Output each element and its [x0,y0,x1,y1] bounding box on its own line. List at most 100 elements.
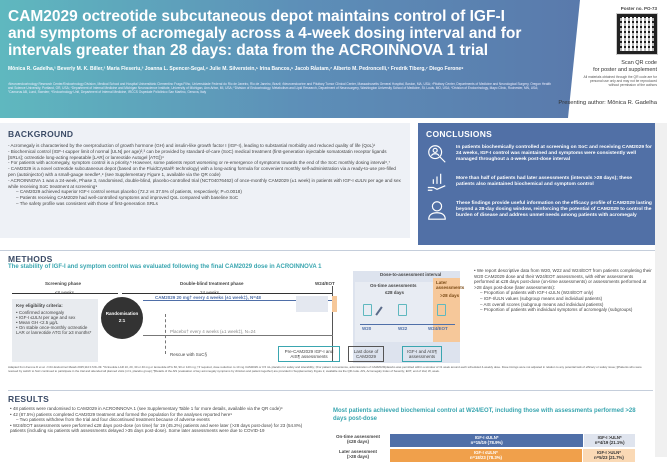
bullet: • We report descriptive data from W20, W… [474,268,652,290]
ontime-days: ≤28 days [385,290,404,295]
qr-code-icon[interactable] [616,13,658,55]
later-label: Later assessments [436,280,465,290]
bullet: - CAM2029 is a novel octreotide subcutan… [8,166,396,177]
presenting-author: Presenting author: Mônica R. Gadelha [558,100,657,106]
sub-bullet: – AIS overall scores (subgroup means and… [480,301,604,307]
later-days: >28 days [440,293,460,298]
screening-arrow [12,293,118,294]
interval-title: Dose-to-assessment interval [380,272,442,277]
bullet: - Acromegaly is characterised by the ove… [8,143,376,148]
randomisation-label: Randomisation [105,311,139,316]
row-label: On-time assessment(≤28 days) [330,434,386,444]
bar-uncontrolled: IGF-I >ULN*n=4/19 (21.1%) [584,434,635,447]
bullet: - ACROINNOVA 1 was a 24-week, Phase 3, r… [8,177,401,189]
poster-title: CAM2029 octreotide subcutaneous depot ma… [8,8,522,59]
eligibility-item: • IGF-I ≤ULN per age and sex [16,315,76,320]
eligibility-item: • Mean GH <2.5 µg/L [16,320,59,325]
w24-line [332,286,333,361]
treatment-phase-label: Double-blind treatment phase [180,281,244,286]
conclusions-section: CONCLUSIONS In patients biochemically co… [418,123,660,245]
randomisation-ratio: 2:1 [118,318,126,323]
results-heading: RESULTS [8,394,50,404]
page-margin [655,123,667,457]
eligibility-item: • On stable once-monthly octreotide LAR … [16,325,92,335]
divider [8,390,653,391]
treatment-weeks: 24 weeks [200,290,219,295]
clipboard-icon [398,304,407,316]
sub-bullet: – Proportion of patients with IGF-I ≤ULN… [480,290,594,296]
poster-header [0,0,580,118]
row-label-line: (≤28 days) [347,439,369,444]
bullet: - Biochemical control (IGF-I ≤upper limi… [8,148,387,160]
bar-controlled: IGF-I ≤ULN*n=15/19 (78.9%) [390,434,584,447]
methods-heading: METHODS [8,254,53,264]
bar-label: IGF-I ≤ULN* [473,450,498,455]
methods-footnote: Adapted from Ferone D et al. J Clin Endo… [8,365,642,373]
chart-hand-icon [427,173,446,191]
randomisation-circle: Randomisation 2:1 [101,297,143,339]
results-text: • 48 patients were randomised to CAM2029… [10,406,310,434]
placebo-arm-line [143,335,333,336]
magnifier-person-icon [428,145,446,163]
bullet: • 48 patients were randomised to CAM2029… [10,406,283,411]
ontime-panel [355,282,433,342]
eligibility-box: Key eligibility criteria: • Confirmed ac… [12,299,98,362]
bar-value: n=4/19 (21.1%) [594,440,625,445]
eligibility-item: • Confirmed acromegaly [16,310,65,315]
person-icon [428,201,446,220]
divider [0,250,655,251]
bullet: • W24/EOT assessments were performed ≤28… [10,422,303,434]
sub-bullet: – IGF-I/ULN values (subgroup means and i… [480,295,603,301]
clipboard-icon [363,304,372,316]
row-label-line: Later assessment [338,449,378,454]
sub-bullet: – CAM2029 achieved superior IGF-I contro… [16,189,242,195]
last-dose-box: Last dose of CAM2029 [348,346,384,362]
w24-eot-label: W24/EOT [315,281,335,286]
bar-controlled: IGF-I ≤ULN*n=18/23 (78.3%) [390,449,582,462]
row-label-line: On-time assessment [335,434,381,439]
visit-w22: W22 [398,326,408,331]
ontime-shade [296,296,328,312]
disclaimer: All materials obtained through the QR co… [583,75,658,88]
cam-arm-line [143,300,333,301]
authors: Mônica R. Gadelha,¹ Beverly M. K. Biller… [8,66,464,72]
affiliations: ¹Neuroendocrinology Research Center/Endo… [8,82,551,95]
screening-weeks: ≤8 weeks [55,290,74,295]
conclusion-item: These findings provide useful informatio… [426,199,652,221]
bar-value: n=18/23 (78.3%) [469,455,502,460]
screening-phase-label: Screening phase [45,281,82,286]
placebo-arm-label: Placebo† every 4 weeks (±1 week‡), N=24 [170,329,256,334]
visit-w20: W20 [362,326,372,331]
rescue-line [165,314,166,354]
bullet: • 42 (87.5%) patients completed CAM2029 … [10,411,233,417]
bar-value: n=15/19 (78.9%) [470,440,503,445]
igf-ais-box: IGF-I and AIS¶ assessments [402,346,442,362]
methods-text: • We report descriptive data from W20, W… [474,268,652,313]
row-label: Later assessment(>28 days) [330,449,386,459]
bar-uncontrolled: IGF-I >ULN*n=5/23 (21.7%) [582,449,635,462]
bar-label: IGF-I ≤ULN* [474,435,499,440]
visit-timeline [360,324,455,325]
ontime-label: On-time assessments [370,283,417,288]
poster-number: Poster no. PO-73 [620,6,657,11]
sub-bullet: – Proportion of patients with individual… [480,307,633,313]
later-shade [332,296,337,312]
scan-line2: for poster and supplement [593,67,657,73]
treatment-arrow [122,293,332,294]
conclusion-text: In patients biochemically controlled at … [456,145,652,162]
conclusions-heading: CONCLUSIONS [426,129,493,139]
bar-value: n=5/23 (21.7%) [594,455,624,460]
visit-w24-eot: W24/EOT [428,326,448,331]
chart-title: Most patients achieved biochemical contr… [333,408,636,422]
eligibility-title: Key eligibility criteria: [16,303,63,308]
conclusion-text: More than half of patients had later ass… [456,176,632,187]
conclusion-item: More than half of patients had later ass… [426,171,652,193]
conclusion-text: These findings provide useful informatio… [456,201,652,218]
sub-bullet: – Two patients withdrew from the trial a… [16,417,210,423]
pre-assessment-box: Pre-CAM2029 IGF-I and AIS¶ assessments [278,346,340,362]
sub-bullet: – The safety profile was consistent with… [16,200,158,206]
bar-label: IGF-I >ULN* [596,450,621,455]
methods-subheading: The stability of IGF-I and symptom contr… [8,264,322,270]
